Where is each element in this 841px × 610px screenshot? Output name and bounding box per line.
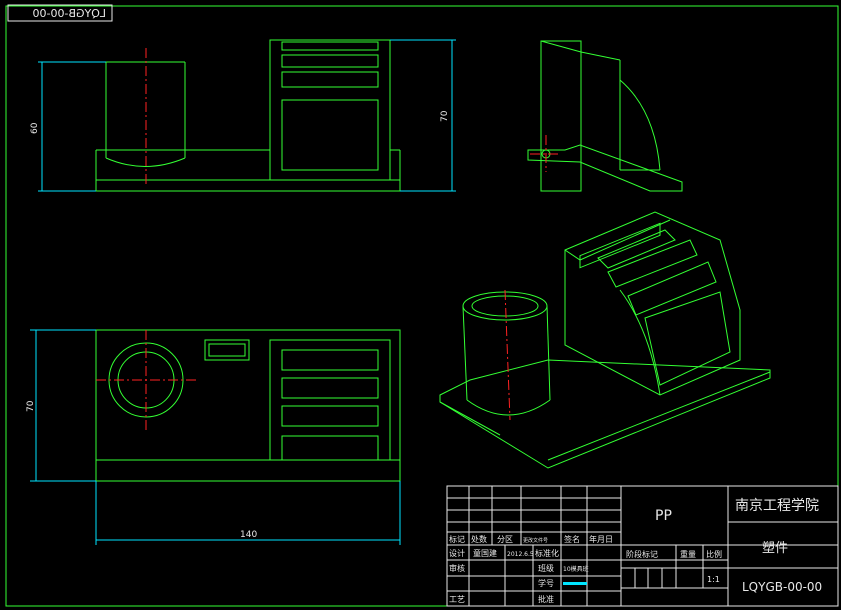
row-designer: 童国建: [473, 548, 497, 558]
header-sign: 签名: [564, 534, 580, 544]
header-ratio: 比例: [706, 549, 722, 559]
dim-top-width: 140: [240, 530, 257, 540]
row-standard: 标准化: [535, 548, 559, 558]
row-student-no: 学号: [538, 578, 554, 588]
row-design: 设计: [449, 548, 465, 558]
isometric-view: [439, 211, 771, 469]
dim-front-total-height: 70: [440, 110, 450, 122]
row-class-label: 班级: [538, 563, 554, 573]
part-name: 塑件: [762, 541, 788, 556]
header-zone: 分区: [497, 535, 513, 544]
side-view: [527, 40, 683, 192]
drawing-frame: LQYGB-00-00: [5, 4, 839, 607]
header-date: 年月日: [589, 534, 613, 544]
student-no-bar: [563, 582, 587, 585]
row-design-date: 2012.6.5: [507, 551, 534, 558]
row-class-value: 10模具班: [563, 565, 589, 573]
header-count: 处数: [471, 534, 487, 544]
header-stage-mark: 阶段标记: [626, 549, 658, 559]
row-approve: 批准: [538, 594, 554, 604]
scale-value: 1:1: [707, 575, 720, 584]
material-text: PP: [655, 508, 672, 524]
header-weight: 重量: [680, 549, 696, 559]
front-view: 60 70: [30, 39, 456, 192]
school-name: 南京工程学院: [735, 498, 819, 514]
dim-top-depth: 70: [26, 400, 36, 412]
title-block: PP 南京工程学院 塑件 LQYGB-00-00 1:1 标记 处数 分区 更改…: [446, 485, 839, 607]
row-review: 审核: [449, 563, 465, 573]
drawing-code: LQYGB-00-00: [742, 580, 822, 594]
header-change-doc: 更改文件号: [523, 537, 548, 544]
top-view: 70 140: [26, 329, 401, 545]
row-process: 工艺: [449, 595, 465, 604]
dim-front-height: 60: [30, 122, 40, 134]
mirrored-drawing-code: LQYGB-00-00: [32, 7, 106, 20]
header-mark: 标记: [449, 534, 465, 544]
